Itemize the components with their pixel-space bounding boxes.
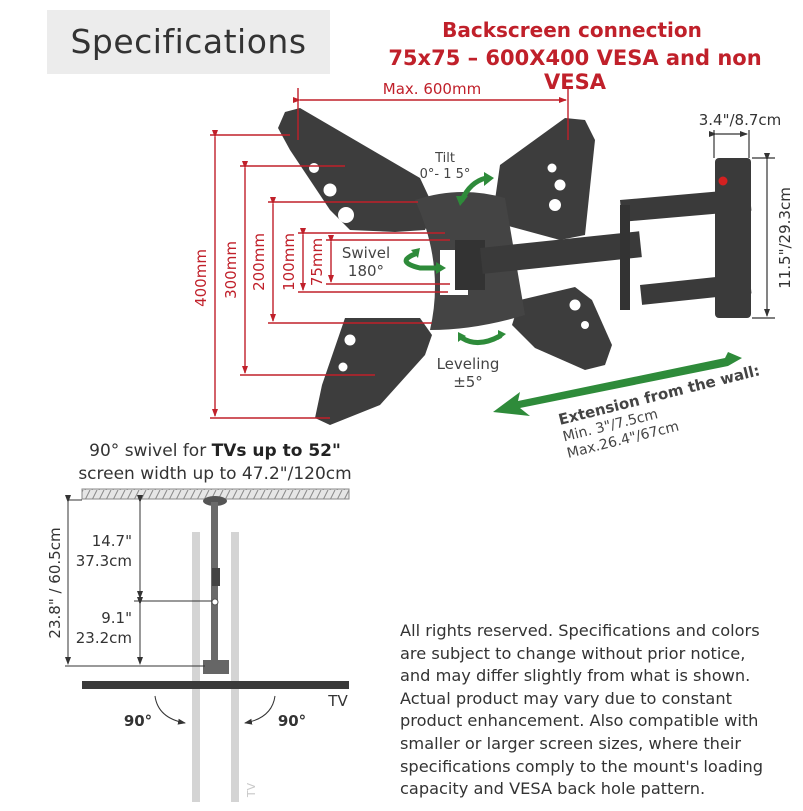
swivel-joint xyxy=(455,240,485,290)
swivel-value: 180° xyxy=(348,262,384,280)
tv-bar xyxy=(82,681,349,689)
wall-plate-dimensions xyxy=(709,130,775,319)
dimension-lines xyxy=(210,88,569,419)
pivot-point xyxy=(211,598,219,606)
ghost-tv-left xyxy=(192,532,200,802)
swivel-angle-left: 90° xyxy=(124,712,152,730)
extension-arrow-icon xyxy=(493,352,742,416)
leveling-value: ±5° xyxy=(453,373,483,391)
disclaimer-line: are subject to change without prior noti… xyxy=(400,643,746,663)
wall-plate-depth-label: 3.4"/8.7cm xyxy=(699,111,782,129)
arm-bottom-right xyxy=(512,287,612,370)
lower-segment-cm: 23.2cm xyxy=(76,629,132,647)
ghost-tv-label: TV xyxy=(245,782,258,798)
total-height-label: 23.8" / 60.5cm xyxy=(46,527,64,638)
height-200-label: 200mm xyxy=(250,233,268,291)
page-title: Specifications xyxy=(70,22,307,61)
upper-segment-cm: 37.3cm xyxy=(76,552,132,570)
disclaimer-line: specifications comply to the mount's loa… xyxy=(400,756,764,776)
disclaimer: All rights reserved. Specifications and … xyxy=(400,620,800,801)
swivel-label: Swivel xyxy=(342,244,390,262)
extension-title: Extension from the wall: xyxy=(557,361,762,428)
caption-width: screen width up to 47.2"/120cm xyxy=(78,464,352,484)
tilt-label: Tilt xyxy=(434,151,455,166)
disclaimer-line: Actual product may vary due to constant xyxy=(400,688,732,708)
disclaimer-line: smaller or larger screen sizes, where th… xyxy=(400,733,742,753)
disclaimer-line: capacity and VESA back hole pattern. xyxy=(400,779,706,799)
caption-bold-tvs: TVs up to xyxy=(211,441,309,461)
arm-top-left xyxy=(278,108,435,232)
backscreen-heading: Backscreen connection xyxy=(442,18,702,42)
arm-hinge xyxy=(620,205,630,310)
arm-bottom-left xyxy=(315,318,432,425)
title-panel xyxy=(47,10,330,74)
extension-arm xyxy=(479,231,642,274)
arm-joint-top xyxy=(212,568,220,586)
swivel-arrow-icon xyxy=(403,251,441,271)
swivel-caption: 90° swivel for TVs up to 52" screen widt… xyxy=(60,440,370,486)
plate-holes xyxy=(309,163,589,372)
arm-top-right xyxy=(495,118,595,240)
wall-plate-height-label: 11.5"/29.3cm xyxy=(776,187,794,289)
leveling-label: Leveling xyxy=(437,355,500,373)
brand-dot xyxy=(718,176,728,186)
disclaimer-line: All rights reserved. Specifications and … xyxy=(400,621,760,640)
wall-plate xyxy=(715,158,751,318)
caption-bold-size: 52" xyxy=(308,441,341,461)
tv-label: TV xyxy=(327,692,348,710)
ghost-tv-right xyxy=(231,532,239,802)
tilt-value: 0°- 1 5° xyxy=(420,167,471,182)
lower-segment-in: 9.1" xyxy=(101,609,132,627)
upper-segment-in: 14.7" xyxy=(92,532,132,550)
disclaimer-line: and may differ slightly from what is sho… xyxy=(400,666,751,686)
max-width-label: Max. 600mm xyxy=(383,80,481,98)
tv-bracket-top xyxy=(203,660,229,674)
disclaimer-line: product enhancement. Also compatible wit… xyxy=(400,711,759,731)
leveling-arrow-icon xyxy=(459,333,503,345)
top-view-dimensions xyxy=(65,495,276,725)
swivel-angle-right: 90° xyxy=(278,712,306,730)
height-300-label: 300mm xyxy=(222,241,240,299)
height-400-label: 400mm xyxy=(192,249,210,307)
height-75-label: 75mm xyxy=(308,238,326,286)
vesa-range-heading: 75x75 – 600X400 VESA and non VESA xyxy=(388,46,762,94)
wall-plate-top xyxy=(203,496,227,506)
caption-prefix: 90° swivel for xyxy=(89,441,212,461)
mount-plate-arms xyxy=(278,108,612,425)
height-100-label: 100mm xyxy=(280,233,298,291)
